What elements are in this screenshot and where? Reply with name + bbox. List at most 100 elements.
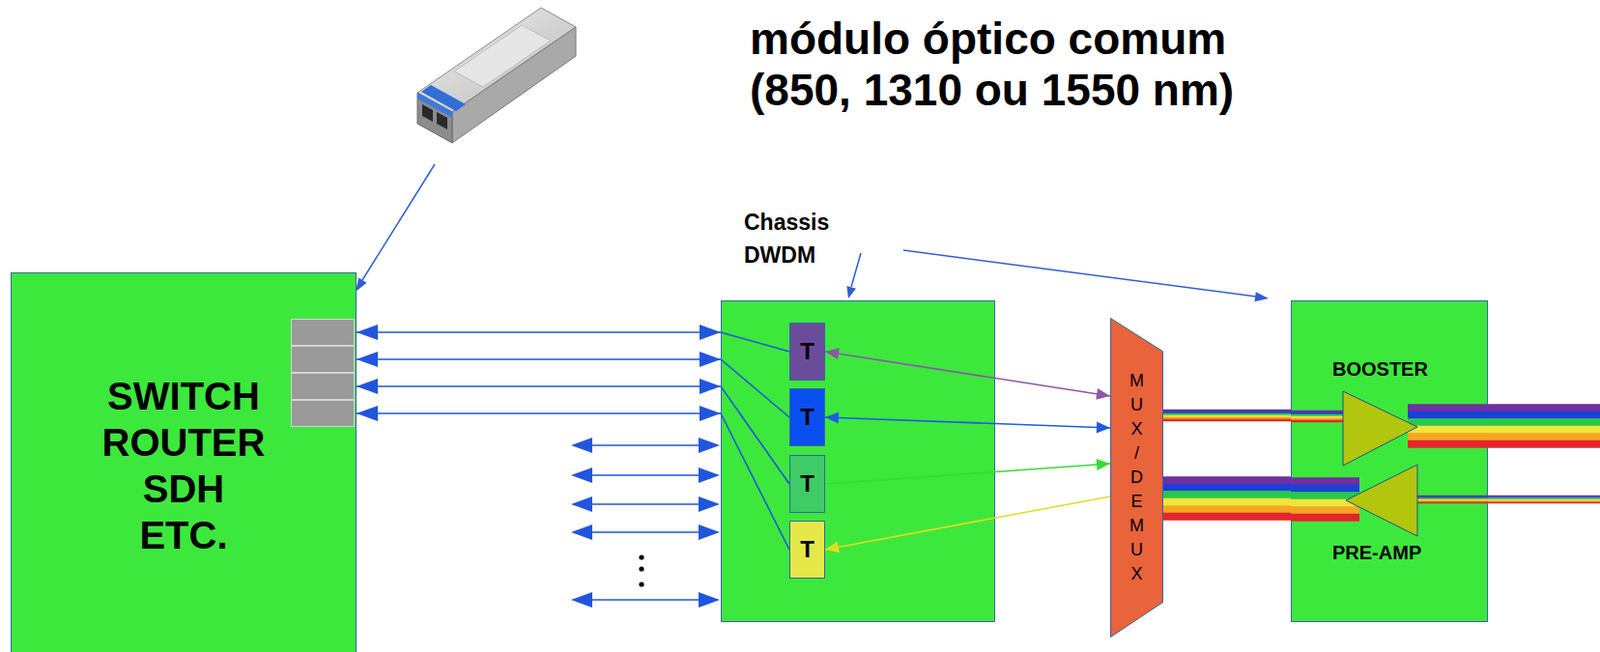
connector-line [825, 417, 1111, 429]
connector-line [825, 463, 1111, 485]
arrowhead [699, 378, 721, 395]
wdm-stripe [1163, 419, 1291, 422]
wdm-band [1290, 514, 1360, 522]
mux-label: M U X / D E M U X [1128, 369, 1146, 587]
callout-label: módulo óptico comum (850, 1310 ou 1550 n… [749, 13, 1261, 116]
wdm-band [1290, 506, 1360, 515]
wdm-stripe [1163, 498, 1291, 507]
arrowhead [1096, 421, 1111, 433]
arrowhead [825, 412, 839, 425]
transponder-label: T [800, 338, 815, 367]
arrowhead [571, 467, 593, 484]
wdm-stripe [1163, 409, 1291, 412]
wdm-band [1290, 477, 1360, 486]
dot [638, 554, 644, 560]
arrowhead [356, 405, 378, 422]
wdm-stripe [1163, 415, 1291, 418]
arrowhead [698, 467, 720, 484]
sfp-port [436, 112, 448, 130]
amplifier-shelf: BOOSTERPRE-AMP [1290, 300, 1488, 623]
arrowhead [825, 347, 840, 360]
transponder-label: T [800, 403, 815, 432]
connector-line [356, 413, 790, 550]
wdm-band [1163, 480, 1291, 517]
connector-line [356, 359, 790, 418]
optical-port [290, 318, 355, 346]
chassis-heading: Chassis DWDM [743, 205, 840, 272]
sfp-sticker [454, 25, 551, 87]
client-line [589, 599, 702, 601]
optical-port [290, 372, 355, 400]
wdm-band [1163, 410, 1291, 421]
arrowhead [571, 524, 593, 541]
sfp-latch [421, 85, 466, 112]
dwdm-chassis: TTTTChassis DWDM [720, 300, 996, 623]
booster-amplifier [1342, 391, 1418, 466]
mux-shape [1111, 318, 1164, 638]
connector-line [825, 351, 1111, 397]
arrowhead [698, 592, 720, 608]
client-line [589, 444, 702, 447]
arrowhead [698, 437, 720, 454]
sfp-leader [355, 164, 435, 292]
leader-arrowhead [1255, 291, 1270, 302]
wdm-band [1290, 418, 1350, 421]
arrowhead [699, 351, 721, 368]
spare-client-arrows [571, 437, 720, 608]
sfp-port [422, 104, 433, 122]
wdm-band [1290, 420, 1350, 423]
wdm-stripe [1163, 411, 1291, 414]
wdm-band [1407, 403, 1600, 412]
arrowhead [699, 405, 721, 422]
wavelength-link [825, 347, 1111, 400]
wdm-band [1290, 485, 1360, 493]
mux-demux: M U X / D E M U X [1110, 317, 1164, 638]
client-connection [356, 351, 790, 418]
transponder-label: T [800, 536, 815, 565]
wdm-band [1412, 501, 1600, 504]
wdm-band [1412, 497, 1600, 500]
amplifier-label: PRE-AMP [1332, 541, 1422, 565]
arrowhead [698, 524, 720, 541]
wdm-band [1290, 414, 1350, 417]
wavelength-link [825, 458, 1111, 485]
wavelength-link [825, 412, 1111, 434]
arrowhead [356, 324, 378, 341]
arrowhead [1096, 458, 1111, 471]
arrowhead [571, 437, 593, 454]
wdm-band [1412, 500, 1600, 503]
transponder-label: T [800, 470, 815, 499]
equipment-box: SWITCH ROUTER SDH ETC. [10, 272, 357, 652]
wdm-stripe [1163, 476, 1291, 485]
arrowhead [698, 496, 720, 513]
leader-arrowhead [355, 278, 368, 293]
arrowhead [699, 324, 721, 341]
transponder-box: T [789, 322, 826, 381]
dot [638, 581, 644, 587]
connector-line [356, 332, 790, 352]
wdm-band [1290, 412, 1350, 415]
wdm-band [1407, 411, 1600, 420]
wdm-stripe [1163, 484, 1291, 492]
continuation-dots [638, 554, 644, 587]
arrowhead [356, 378, 378, 395]
arrowhead [571, 592, 593, 608]
transponder-box: T [789, 455, 826, 514]
preamplifier [1345, 464, 1418, 537]
arrowhead [571, 496, 593, 513]
leader-line [903, 250, 1257, 297]
wdm-band [1290, 410, 1350, 413]
client-line [589, 531, 702, 534]
wdm-band [1412, 496, 1600, 499]
wdm-stripe [1163, 490, 1291, 499]
leader-line [362, 164, 435, 281]
leader-line [851, 253, 861, 287]
arrowhead [825, 542, 840, 554]
client-connection [356, 378, 790, 485]
optical-port [290, 345, 355, 373]
leader-arrowhead [846, 285, 857, 299]
wdm-band [1407, 426, 1600, 434]
transponder-box: T [789, 388, 826, 447]
wavelength-link [825, 496, 1111, 553]
